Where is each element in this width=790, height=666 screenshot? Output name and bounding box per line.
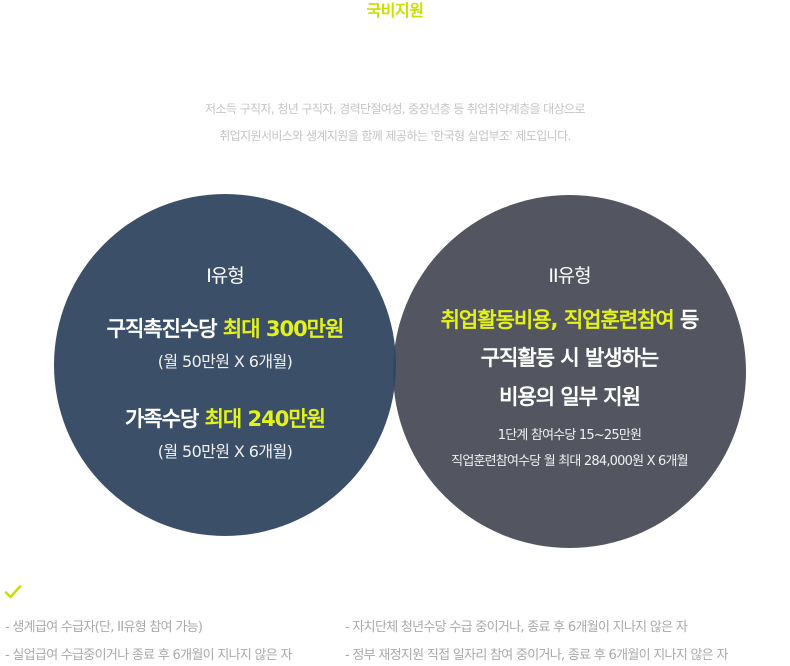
type1-item2-sub: (월 50만원 X 6개월) [157, 442, 293, 461]
type2-line1: 취업활동비용, 직업훈련참여 등 [393, 306, 746, 334]
type1-item1-label: 구직촉진수당 [106, 317, 223, 341]
type1-circle [54, 194, 396, 536]
intro-line-2: 취업지원서비스와 생계지원을 함께 제공하는 '한국형 실업부조' 제도입니다. [219, 129, 571, 143]
type2-line1-highlight: 취업활동비용, 직업훈련참여 [440, 308, 675, 332]
condition-item: - 실업급여 수급중이거나 종료 후 6개월이 지나지 않은 자 [5, 648, 292, 663]
type2-detail-1: 1단계 참여수당 15~25만원 [497, 428, 642, 443]
section-title: 국비지원 [366, 1, 424, 20]
type1-item1: 구직촉진수당 최대 300만원 [54, 315, 396, 343]
type1-item2: 가족수당 최대 240만원 [54, 405, 396, 433]
checkmark-icon [4, 585, 22, 599]
type1-title: I유형 [206, 265, 245, 287]
type2-line1-rest: 등 [673, 308, 699, 332]
type1-item2-label: 가족수당 [124, 407, 205, 431]
intro-line-1: 저소득 구직자, 청년 구직자, 경력단절여성, 중장년층 등 취업취약계층을 … [205, 102, 585, 116]
type1-item2-highlight: 최대 240만원 [204, 407, 326, 431]
type2-circle [393, 195, 746, 548]
type2-title: II유형 [548, 265, 591, 287]
type1-item1-sub: (월 50만원 X 6개월) [157, 352, 293, 371]
condition-item: - 생계급여 수급자(단, II유형 참여 가능) [5, 620, 203, 635]
type2-detail-2: 직업훈련참여수당 월 최대 284,000원 X 6개월 [451, 454, 688, 469]
type1-item1-highlight: 최대 300만원 [222, 317, 344, 341]
type2-line3: 비용의 일부 지원 [499, 385, 641, 409]
type2-line2: 구직활동 시 발생하는 [480, 346, 660, 370]
condition-item: - 자치단체 청년수당 수급 중이거나, 종료 후 6개월이 지나지 않은 자 [345, 620, 688, 635]
condition-item: - 정부 재정지원 직접 일자리 참여 중이거나, 종료 후 6개월이 지나지 … [345, 648, 728, 663]
